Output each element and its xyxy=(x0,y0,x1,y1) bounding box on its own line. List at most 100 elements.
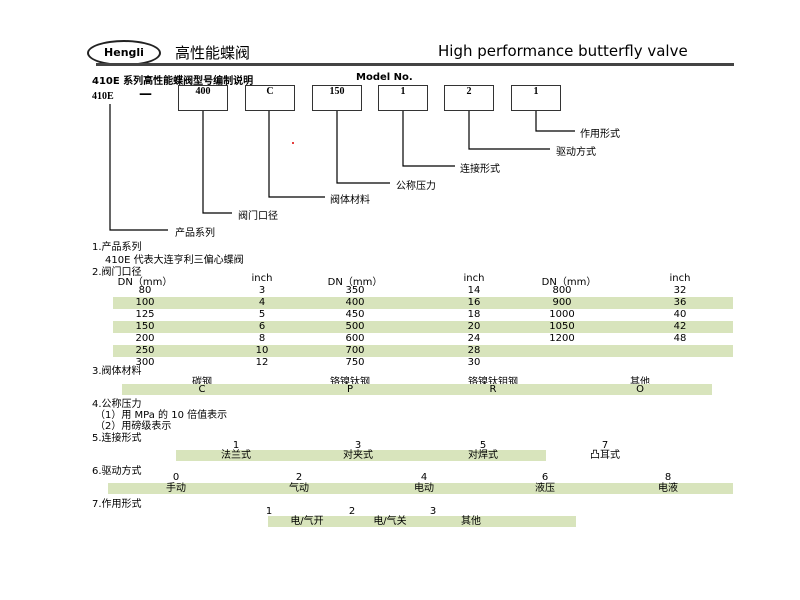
table-cell: 100 xyxy=(135,297,155,308)
table-cell: 24 xyxy=(467,333,481,344)
material-names: 碳钢 铬镍钛钢 铬镍钛钼钢 其他 xyxy=(0,373,800,388)
table-cell: 350 xyxy=(345,285,365,296)
table-cell: 40 xyxy=(673,309,687,320)
table-cell: 20 xyxy=(467,321,481,332)
material-name: 铬镍钛钼钢 xyxy=(468,377,518,388)
connection-code: 7 xyxy=(601,440,609,451)
table-cell: 600 xyxy=(345,333,365,344)
s4-title: 4.公称压力 xyxy=(92,399,142,410)
connection-code: 1 xyxy=(232,440,240,451)
table-cell: 700 xyxy=(345,345,365,356)
code-box-material: C xyxy=(245,85,295,111)
table-row: 250 10 700 28 xyxy=(113,345,733,357)
connection-name: 凸耳式 xyxy=(590,450,620,461)
table-cell: 36 xyxy=(673,297,687,308)
s2-title: 2.阀门口径 xyxy=(92,267,142,278)
code-box-action: 1 xyxy=(511,85,561,111)
s6-title: 6.驱动方式 xyxy=(92,466,142,477)
s1-text: 410E 代表大连亨利三偏心蝶阀 xyxy=(105,255,244,266)
connection-codes: 1 3 5 7 xyxy=(0,440,800,452)
table-cell: 450 xyxy=(345,309,365,320)
material-code: C xyxy=(198,384,206,395)
s4-line2: （2）用磅级表示 xyxy=(95,421,172,432)
connection-code: 3 xyxy=(354,440,362,451)
table-cell: 750 xyxy=(345,357,365,368)
table-cell: DN（mm） xyxy=(541,277,597,288)
material-codes: C P R O xyxy=(122,384,712,395)
table-cell: 28 xyxy=(467,345,481,356)
drive-code: 0 xyxy=(172,472,180,483)
table-cell: 30 xyxy=(467,357,481,368)
table-cell: 10 xyxy=(255,345,269,356)
code-box-size: 400 xyxy=(178,85,228,111)
table-cell: DN（mm） xyxy=(327,277,383,288)
material-name: 其他 xyxy=(630,377,650,388)
table-cell: inch xyxy=(251,273,273,284)
drive-code: 4 xyxy=(420,472,428,483)
table-cell: 12 xyxy=(255,357,269,368)
connection-name: 对焊式 xyxy=(468,450,498,461)
table-cell: 800 xyxy=(552,285,572,296)
drive-code: 8 xyxy=(664,472,672,483)
connection-name: 法兰式 xyxy=(221,450,251,461)
action-name: 其他 xyxy=(461,516,481,527)
connection-name: 对夹式 xyxy=(343,450,373,461)
drive-name: 电动 xyxy=(414,483,434,494)
material-code: O xyxy=(636,384,644,395)
title-en: High performance butterfly valve xyxy=(438,42,688,60)
table-cell: 300 xyxy=(135,357,155,368)
table-cell: 16 xyxy=(467,297,481,308)
material-name: 铬镍钛钢 xyxy=(330,377,370,388)
s3-title: 3.阀体材料 xyxy=(92,366,142,377)
material-name: 碳钢 xyxy=(192,377,212,388)
table-cell: 32 xyxy=(673,285,687,296)
table-cell: 5 xyxy=(258,309,266,320)
table-cell: 900 xyxy=(552,297,572,308)
drive-name: 电液 xyxy=(658,483,678,494)
table-cell: inch xyxy=(463,273,485,284)
drive-code: 6 xyxy=(541,472,549,483)
table-cell: 1050 xyxy=(549,321,575,332)
table-cell: 500 xyxy=(345,321,365,332)
action-names: 电/气开 电/气关 其他 xyxy=(268,516,576,527)
header-rule xyxy=(96,63,734,66)
drive-names: 手动 气动 电动 液压 电液 xyxy=(108,483,733,494)
table-cell: 48 xyxy=(673,333,687,344)
table-cell: 250 xyxy=(135,345,155,356)
table-cell: 125 xyxy=(135,309,155,320)
s1-title: 1.产品系列 xyxy=(92,242,142,253)
code-box-connection: 1 xyxy=(378,85,428,111)
table-cell: 42 xyxy=(673,321,687,332)
code-box-pressure: 150 xyxy=(312,85,362,111)
label-action: 作用形式 xyxy=(580,129,620,140)
table-row: 100 4 400 16 900 36 xyxy=(113,297,733,309)
table-cell: 1000 xyxy=(549,309,575,320)
model-prefix: 410E xyxy=(92,91,114,102)
connection-names: 法兰式 对夹式 对焊式 凸耳式 xyxy=(176,450,620,461)
s7-title: 7.作用形式 xyxy=(92,499,142,510)
label-connection: 连接形式 xyxy=(460,164,500,175)
table-cell: 400 xyxy=(345,297,365,308)
table-cell: 8 xyxy=(258,333,266,344)
model-title-cn: 410E 系列高性能蝶阀型号编制说明 xyxy=(92,76,254,87)
label-size: 阀门口径 xyxy=(238,211,278,222)
table-cell: 1200 xyxy=(549,333,575,344)
table-cell: 18 xyxy=(467,309,481,320)
s5-title: 5.连接形式 xyxy=(92,433,142,444)
action-code: 2 xyxy=(348,506,356,517)
model-dash: — xyxy=(139,87,152,102)
action-name: 电/气关 xyxy=(373,516,407,527)
title-cn: 高性能蝶阀 xyxy=(175,44,251,62)
material-code: R xyxy=(489,384,497,395)
label-drive: 驱动方式 xyxy=(556,147,596,158)
table-cell: 4 xyxy=(258,297,266,308)
table-cell: DN（mm） xyxy=(117,277,173,288)
connection-code: 5 xyxy=(479,440,487,451)
table-cell: 14 xyxy=(467,285,481,296)
drive-name: 手动 xyxy=(166,483,186,494)
drive-code: 2 xyxy=(295,472,303,483)
s4-line1: （1）用 MPa 的 10 倍值表示 xyxy=(95,410,228,421)
action-codes: 1 2 3 xyxy=(0,506,800,518)
